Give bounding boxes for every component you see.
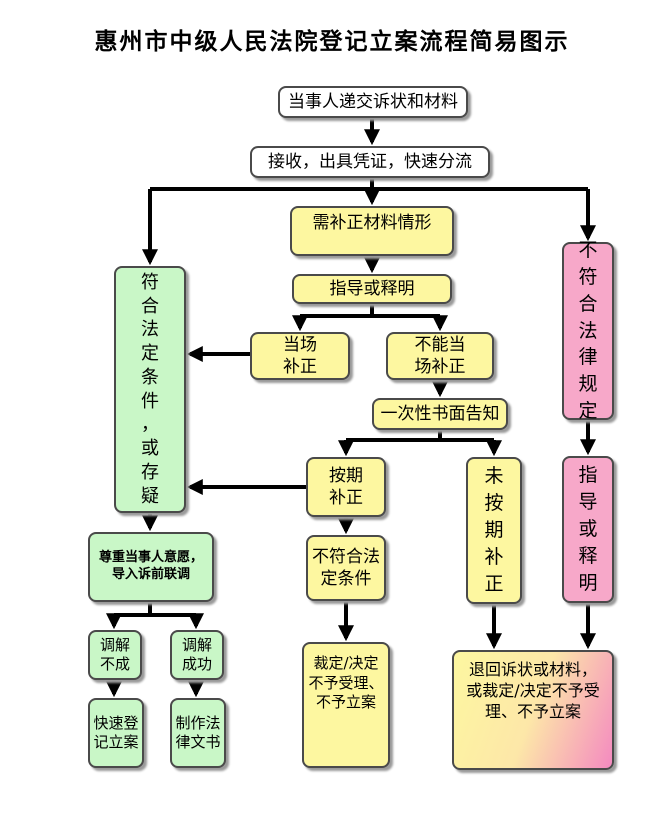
node-not-conform-law: 不 符 合 法 律 规 定 (562, 239, 614, 422)
node-fast-register: 快速登 记立案 (88, 698, 144, 768)
node-return-materials: 退回诉状或材料， 或裁定/决定不予受 理、不予立案 (452, 650, 614, 770)
node-submit: 当事人递交诉状和材料 (278, 86, 468, 118)
node-ruling-reject: 裁定/决定 不予受理、 不予立案 (302, 642, 390, 768)
node-not-on-time: 未 按 期 补 正 (466, 457, 522, 604)
node-on-site: 当场 补正 (250, 332, 350, 380)
node-mediation-success: 调解 成功 (170, 630, 224, 680)
node-mediation-failed: 调解 不成 (88, 630, 142, 680)
node-need-supplement: 需补正材料情形 (290, 206, 454, 256)
node-respect-will: 尊重当事人意愿， 导入诉前联调 (88, 532, 214, 602)
page-title: 惠州市中级人民法院登记立案流程简易图示 (94, 29, 570, 55)
node-guide-explain: 指导或释明 (292, 274, 452, 304)
node-conforms: 符 合 法 定 条 件 ， 或 存 疑 (114, 266, 186, 513)
node-cannot-on-site: 不能当 场补正 (386, 332, 494, 380)
node-make-document: 制作法 律文书 (170, 698, 226, 768)
node-one-time-notice: 一次性书面告知 (372, 398, 508, 430)
node-on-time: 按期 补正 (306, 457, 386, 517)
node-not-meet-conditions: 不符合法 定条件 (306, 535, 386, 601)
node-guide-explain-vertical: 指 导 或 释 明 (562, 456, 614, 603)
node-receive: 接收，出具凭证，快速分流 (250, 146, 490, 178)
